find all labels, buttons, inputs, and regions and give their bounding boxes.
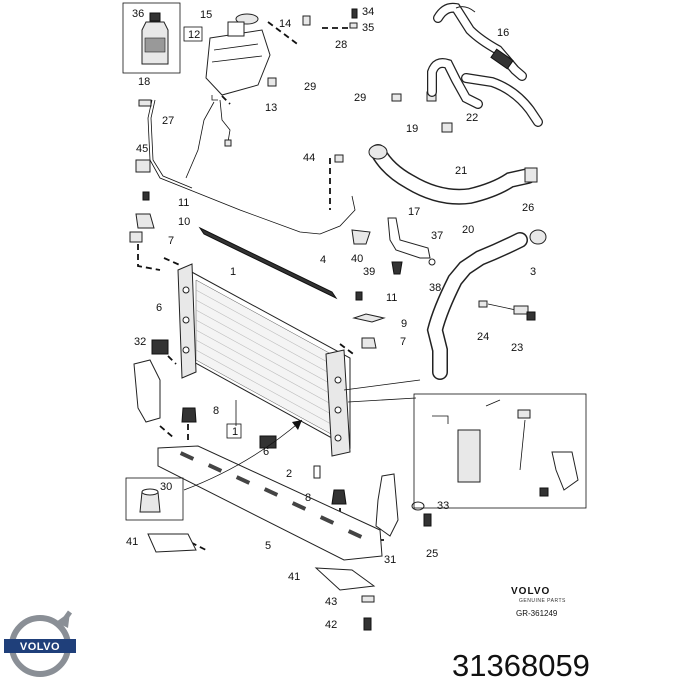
drain-plug-2 xyxy=(313,465,321,479)
callout-11a: 11 xyxy=(178,197,189,209)
lower-guard-5 xyxy=(157,445,383,561)
mount-6b xyxy=(259,435,277,449)
callout-16: 16 xyxy=(497,27,509,39)
screw-11a xyxy=(142,191,150,201)
coolant-bottle-inset xyxy=(122,2,181,74)
callout-32: 32 xyxy=(134,336,146,348)
callout-7b: 7 xyxy=(400,336,406,348)
callout-18: 18 xyxy=(138,76,150,88)
callout-1b: 1 xyxy=(232,426,238,438)
callout-33: 33 xyxy=(437,500,449,512)
clip-40 xyxy=(351,229,371,245)
callout-29b: 29 xyxy=(354,92,366,104)
bracket-32 xyxy=(133,359,161,423)
bolt-42 xyxy=(363,617,372,631)
callout-12: 12 xyxy=(188,29,200,41)
callout-31: 31 xyxy=(384,554,396,566)
mount-7a xyxy=(129,231,143,243)
bracket-10 xyxy=(135,213,155,229)
callout-1a: 1 xyxy=(230,266,236,278)
callout-10: 10 xyxy=(178,216,190,228)
callout-21: 21 xyxy=(455,165,467,177)
callout-29a: 29 xyxy=(304,81,316,93)
callout-20: 20 xyxy=(462,224,474,236)
callout-11b: 11 xyxy=(386,292,397,304)
bracket-41b xyxy=(314,567,376,591)
callout-3: 3 xyxy=(530,266,536,278)
callout-42: 42 xyxy=(325,619,337,631)
callout-44: 44 xyxy=(303,152,315,164)
upper-fittings xyxy=(138,8,453,163)
hose-17 xyxy=(368,144,538,205)
sensor-24-23 xyxy=(478,300,536,321)
brand-name: VOLVO xyxy=(511,586,551,597)
callout-34: 34 xyxy=(362,6,374,18)
callout-41a: 41 xyxy=(126,536,138,548)
callout-36: 36 xyxy=(132,8,144,20)
oil-cooler-inset xyxy=(413,393,587,509)
callout-27: 27 xyxy=(162,115,174,127)
callout-17: 17 xyxy=(408,206,420,218)
callout-6a: 6 xyxy=(156,302,162,314)
callout-9: 9 xyxy=(401,318,407,330)
callout-19: 19 xyxy=(406,123,418,135)
callout-labels: 36 15 14 34 35 12 28 16 18 29 29 22 27 1… xyxy=(126,6,536,631)
screw-11b xyxy=(355,291,363,301)
callout-26: 26 xyxy=(522,202,534,214)
callout-22: 22 xyxy=(466,112,478,124)
dashed-leader-top xyxy=(267,21,301,47)
inset-30 xyxy=(125,419,303,521)
seal-strip-4 xyxy=(198,226,338,300)
callout-37: 37 xyxy=(431,230,443,242)
callout-23: 23 xyxy=(511,342,523,354)
callout-14: 14 xyxy=(279,18,291,30)
radiator xyxy=(177,263,351,457)
hose-22-assembly xyxy=(427,58,543,127)
callout-41b: 41 xyxy=(288,571,300,583)
expansion-tank xyxy=(205,13,271,101)
callout-24: 24 xyxy=(477,331,489,343)
bracket-31 xyxy=(375,473,399,537)
mount-6a xyxy=(151,339,169,355)
bushing-8a xyxy=(181,407,197,423)
clip-39 xyxy=(391,261,403,275)
clip-45 xyxy=(135,159,151,173)
callout-6b: 6 xyxy=(263,446,269,458)
bracket-41a xyxy=(147,533,197,553)
callout-43: 43 xyxy=(325,596,337,608)
bracket-37 xyxy=(387,217,431,259)
washer-43 xyxy=(361,595,375,603)
brand-subtitle: GENUINE PARTS xyxy=(519,598,566,604)
callout-40: 40 xyxy=(351,253,363,265)
bolt-25 xyxy=(423,513,432,527)
hose-20 xyxy=(426,229,547,380)
callout-45: 45 xyxy=(136,143,148,155)
callout-35: 35 xyxy=(362,22,374,34)
volvo-logo: VOLVO xyxy=(4,610,76,677)
callout-7a: 7 xyxy=(168,235,174,247)
hose-16-assembly xyxy=(433,2,527,81)
callout-39: 39 xyxy=(363,266,375,278)
callout-8b: 8 xyxy=(305,492,311,504)
callout-38: 38 xyxy=(429,282,441,294)
pipes-18-27-13 xyxy=(147,99,356,235)
callout-25: 25 xyxy=(426,548,438,560)
reference-code: GR-361249 xyxy=(516,609,558,618)
logo-text: VOLVO xyxy=(20,641,60,653)
callout-15: 15 xyxy=(200,9,212,21)
part-number: 31368059 xyxy=(452,648,590,683)
bushing-8b xyxy=(331,489,347,505)
callout-13: 13 xyxy=(265,102,277,114)
callout-28: 28 xyxy=(335,39,347,51)
callout-8a: 8 xyxy=(213,405,219,417)
callout-2: 2 xyxy=(286,468,292,480)
callout-30: 30 xyxy=(160,481,172,493)
callout-5: 5 xyxy=(265,540,271,552)
callout-4: 4 xyxy=(320,254,326,266)
